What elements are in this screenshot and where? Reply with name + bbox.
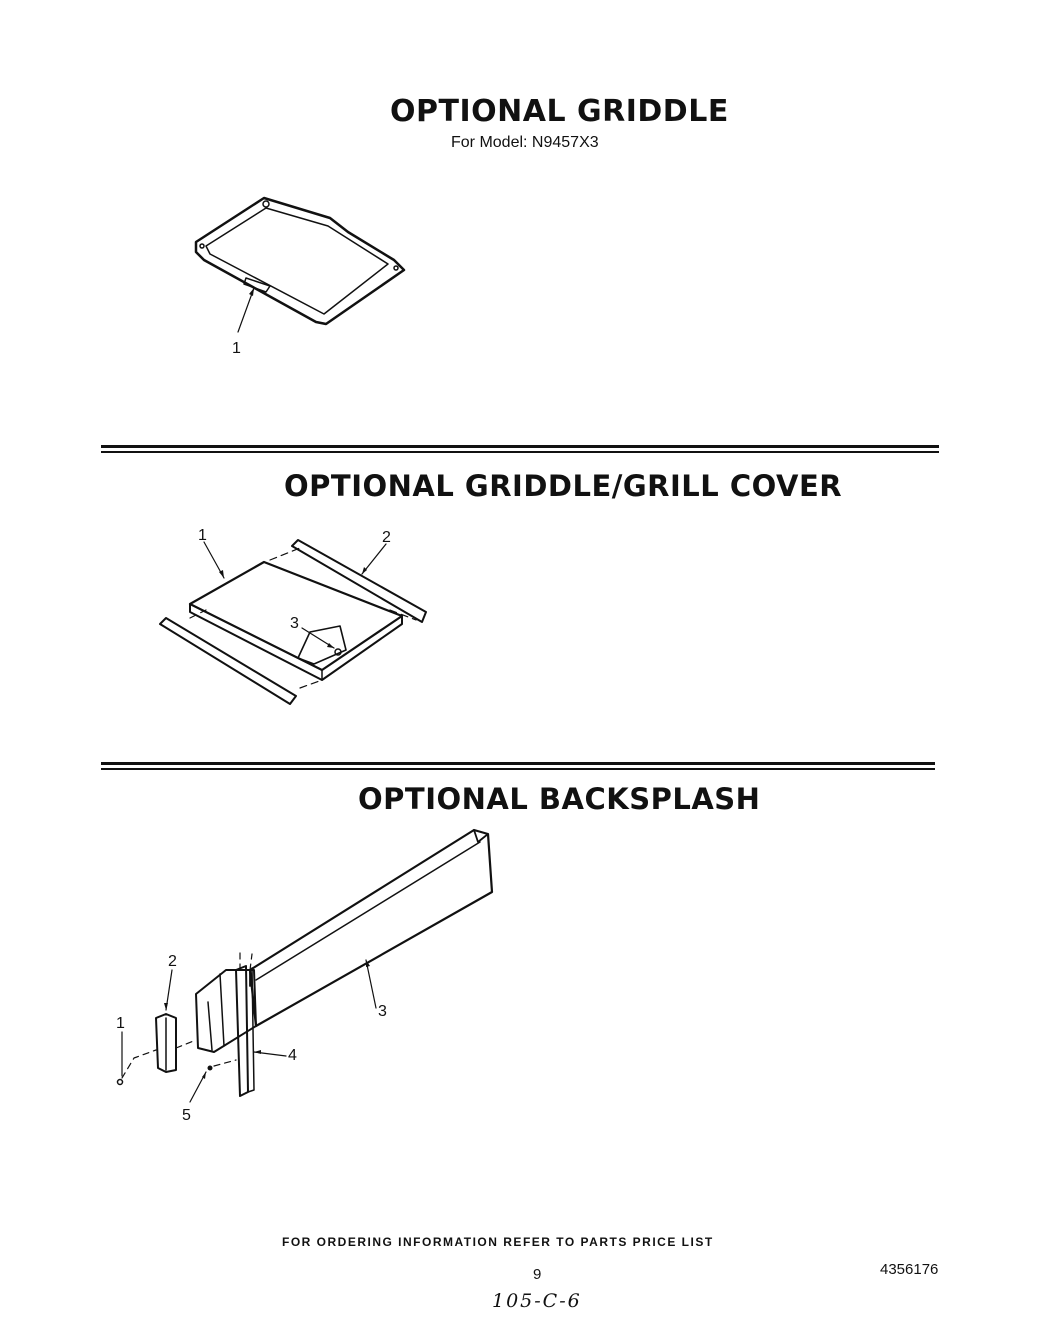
griddle-grill-cover-diagram: 1 2 3 (159, 527, 427, 705)
section-title-griddle: OPTIONAL GRIDDLE (390, 94, 729, 129)
handwritten-code: 105-C-6 (492, 1290, 582, 1312)
callout-label: 2 (168, 953, 177, 970)
section-title-backsplash: OPTIONAL BACKSPLASH (358, 782, 761, 816)
section-divider-thin (101, 451, 939, 453)
callout-label: 3 (290, 615, 299, 632)
model-subtitle: For Model: N9457X3 (451, 134, 599, 151)
ordering-note: FOR ORDERING INFORMATION REFER TO PARTS … (282, 1235, 714, 1249)
section-divider (101, 445, 939, 448)
callout-label: 3 (378, 1003, 387, 1020)
document-number: 4356176 (880, 1261, 939, 1278)
section-divider-thin (101, 768, 935, 770)
callout-label: 1 (232, 340, 241, 357)
callout-label: 1 (116, 1015, 125, 1032)
griddle-diagram: 1 (194, 196, 406, 357)
section-divider (101, 762, 935, 765)
backsplash-diagram: 1 2 3 4 5 (116, 828, 494, 1124)
callout-label: 1 (198, 527, 207, 544)
page-number: 9 (533, 1266, 542, 1283)
callout-label: 5 (182, 1107, 191, 1124)
callout-label: 4 (288, 1047, 297, 1064)
section-title-griddle-grill-cover: OPTIONAL GRIDDLE/GRILL COVER (284, 469, 843, 503)
callout-label: 2 (382, 529, 391, 546)
